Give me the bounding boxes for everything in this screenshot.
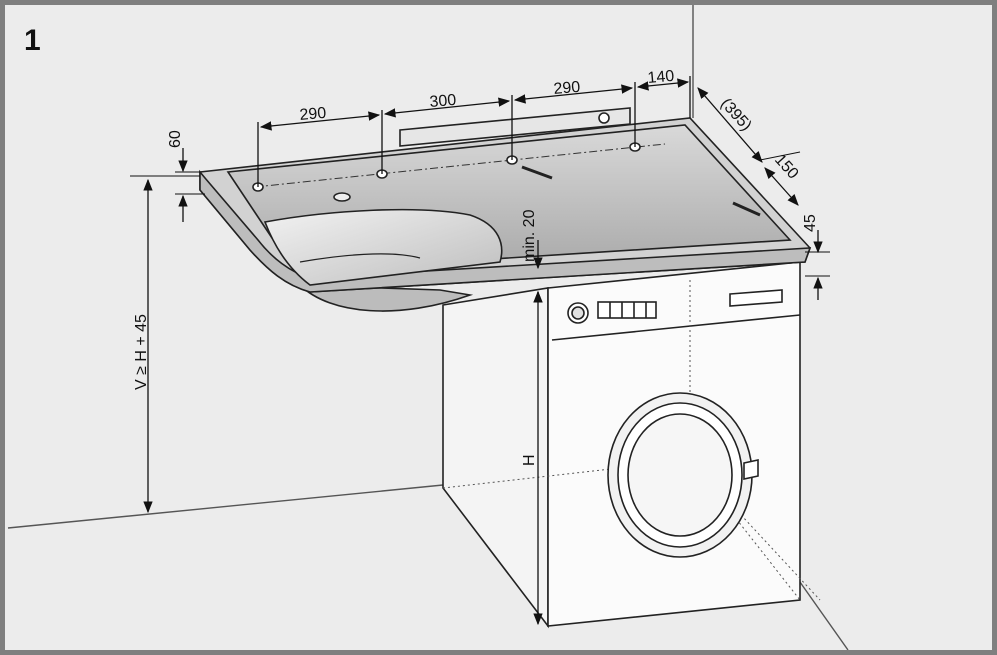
dim-corner-offset: 140 <box>647 68 675 87</box>
room-lines <box>7 5 849 650</box>
installation-diagram: 1 290 300 290 140 (395) 150 45 60 min. 2… <box>7 5 849 650</box>
dim-mount-height: V ≥ H + 45 <box>133 314 150 390</box>
dim-spacing-1: 290 <box>299 105 327 124</box>
dim-spacing-3: 290 <box>553 79 581 98</box>
dim-spacing-2: 300 <box>429 92 457 111</box>
dim-edge-offset: 60 <box>167 130 184 148</box>
washing-machine <box>442 261 821 629</box>
dim-rim-height: 45 <box>802 214 819 232</box>
dim-clearance: min. 20 <box>521 209 538 262</box>
dim-depth: (395) <box>717 95 755 134</box>
figure-number: 1 <box>24 24 41 57</box>
dim-side-offset: 150 <box>771 151 802 182</box>
washbasin <box>199 107 812 312</box>
dim-machine-height: H <box>521 454 538 466</box>
dimension-lines <box>130 76 830 626</box>
